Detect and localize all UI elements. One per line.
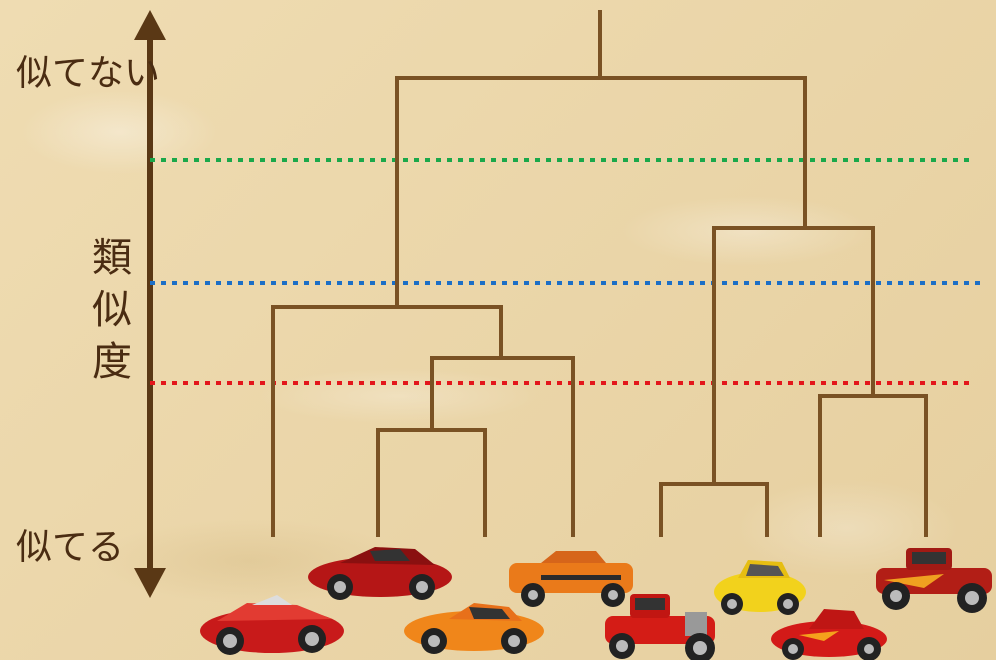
car-red-roadster-icon bbox=[200, 595, 344, 655]
car-yellow-classic-icon bbox=[714, 560, 806, 615]
car-red-gt-coupe-icon bbox=[308, 547, 452, 600]
car-red-flame-hot-rod-icon bbox=[771, 609, 887, 660]
tree-branches bbox=[273, 12, 926, 535]
similarity-axis bbox=[134, 10, 166, 598]
axis-label-dissimilar: 似てない bbox=[16, 56, 160, 92]
car-red-hot-rod-icon bbox=[605, 594, 715, 660]
axis-arrow-down-icon bbox=[134, 568, 166, 598]
car-flame-hot-rod-coupe-icon bbox=[876, 548, 992, 613]
axis-label-similar: 似てる bbox=[16, 530, 124, 566]
axis-label-similarity: 類似度 bbox=[90, 232, 134, 388]
car-orange-muscle-car-icon bbox=[509, 551, 633, 607]
car-orange-coupe-icon bbox=[404, 603, 544, 654]
axis-arrow-up-icon bbox=[134, 10, 166, 40]
